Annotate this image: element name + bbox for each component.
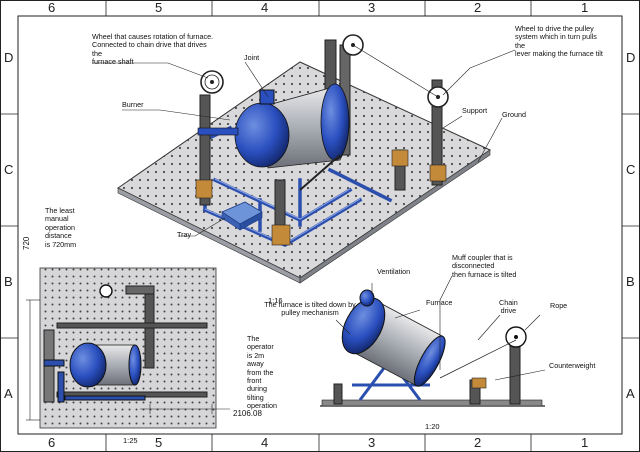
label-rope: Rope (550, 301, 568, 310)
col-label-bottom-5: 5 (155, 435, 163, 450)
scale-main: 1:16 (268, 296, 283, 305)
label-least-distance: The least manual operation distance is 7… (45, 206, 77, 249)
side-view (320, 275, 546, 407)
scale-side: 1:20 (425, 422, 440, 431)
scale-plan: 1:25 (123, 436, 138, 445)
row-label-right-B: B (626, 274, 635, 289)
label-tray: Tray (177, 230, 192, 239)
row-label-right-D: D (626, 50, 636, 65)
label-support: Support (462, 106, 488, 115)
label-joint: Joint (244, 53, 260, 62)
col-label-top-4: 4 (261, 0, 269, 15)
row-label-left-C: C (4, 162, 14, 177)
col-label-bottom-2: 2 (474, 435, 482, 450)
col-label-top-3: 3 (368, 0, 376, 15)
label-operator-note: The operator is 2m away from the front d… (247, 334, 277, 411)
col-label-bottom-6: 6 (48, 435, 56, 450)
dim-720: 720 (22, 236, 31, 250)
row-label-left-B: B (4, 274, 13, 289)
label-furnace: Furnace (426, 298, 453, 307)
col-label-top-1: 1 (581, 0, 589, 15)
col-label-top-6: 6 (48, 0, 56, 15)
plan-view (26, 267, 230, 429)
col-label-top-2: 2 (474, 0, 482, 15)
label-muff-coupler: Muff coupler that is disconnected then f… (452, 253, 517, 279)
isometric-view (92, 34, 516, 284)
row-label-left-A: A (4, 386, 13, 401)
label-wheel-pulley: Wheel to drive the pulley system which i… (515, 24, 603, 59)
row-label-left-D: D (4, 50, 14, 65)
label-tilted-note: The furnace is tilted down by pulley mec… (264, 300, 356, 318)
label-chain-drive: Chain drive (499, 298, 518, 316)
col-label-bottom-3: 3 (368, 435, 376, 450)
col-label-bottom-4: 4 (261, 435, 269, 450)
leader-lines (92, 49, 516, 237)
label-ventilation: Ventilation (377, 267, 411, 276)
label-burner: Burner (122, 100, 144, 109)
row-label-right-C: C (626, 162, 636, 177)
tray (221, 201, 263, 231)
label-counterweight: Counterweight (549, 361, 596, 370)
col-label-top-5: 5 (155, 0, 163, 15)
furnace-body (197, 83, 350, 191)
wheel-icon (200, 34, 449, 108)
row-label-right-A: A (626, 386, 635, 401)
label-ground: Ground (502, 110, 526, 119)
label-wheel-rotation: Wheel that causes rotation of furnace. C… (92, 32, 214, 67)
dim-2106: 2106.08 (233, 409, 262, 418)
col-label-bottom-1: 1 (581, 435, 589, 450)
